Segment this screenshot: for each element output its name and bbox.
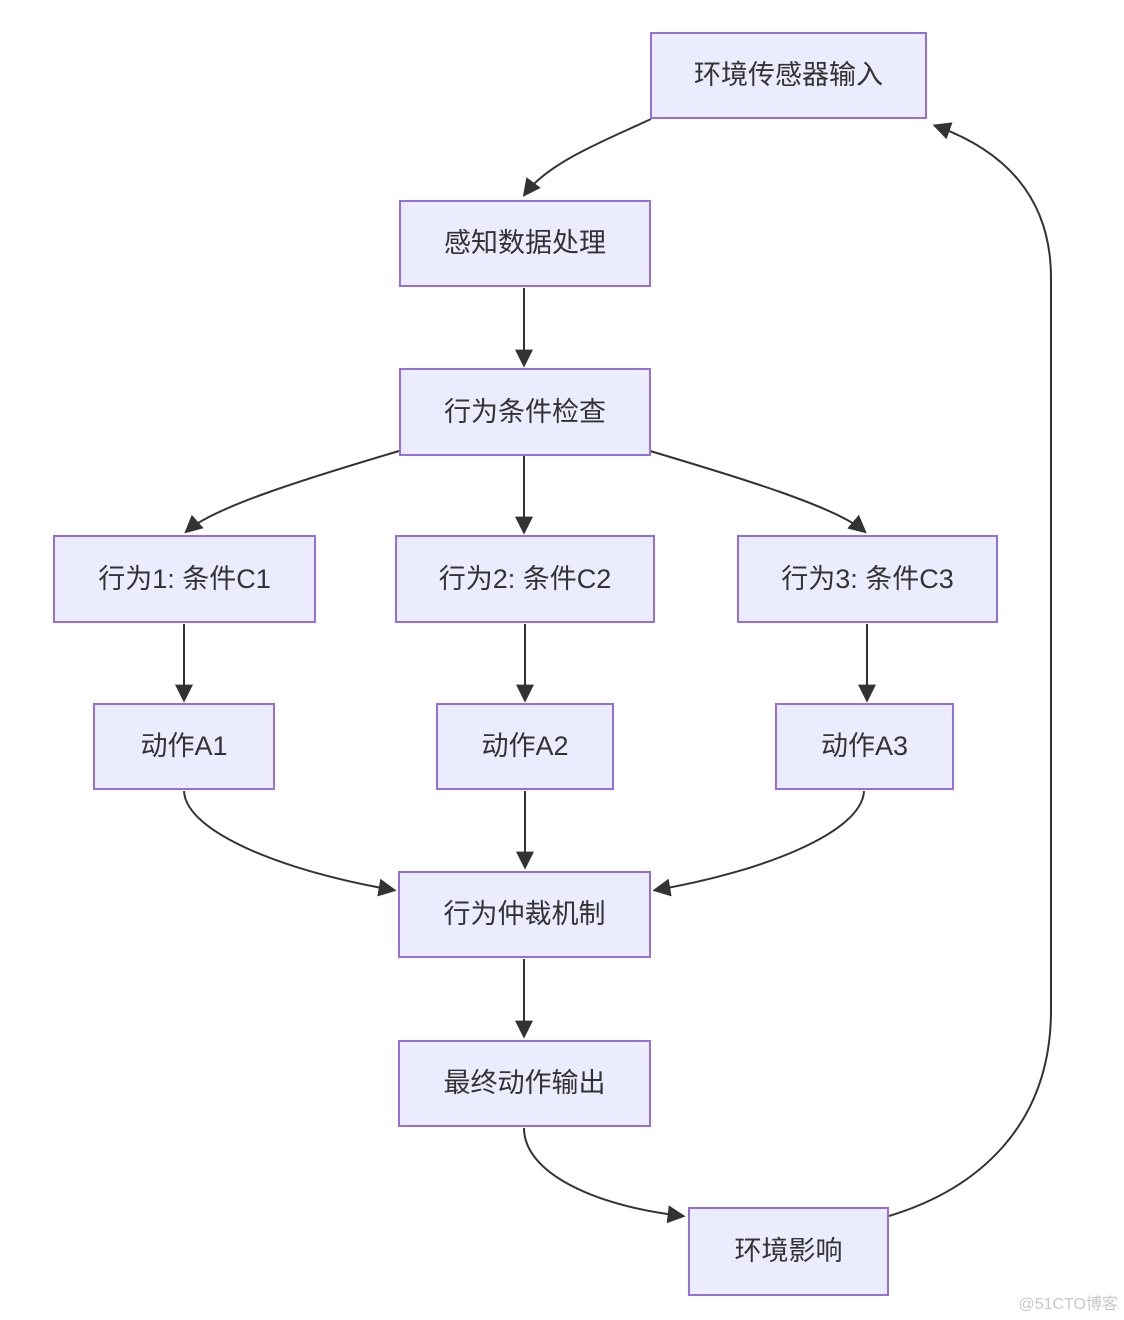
node-arbitration: 行为仲裁机制 bbox=[398, 871, 651, 958]
node-environment-effect: 环境影响 bbox=[688, 1207, 889, 1296]
node-label: 行为条件检查 bbox=[444, 396, 606, 427]
node-label: 行为仲裁机制 bbox=[443, 899, 606, 930]
node-label: 动作A1 bbox=[140, 731, 228, 762]
node-behavior-1: 行为1: 条件C1 bbox=[53, 535, 316, 623]
node-label: 动作A3 bbox=[820, 731, 909, 762]
node-action-2: 动作A2 bbox=[436, 703, 614, 790]
node-sensor-input: 环境传感器输入 bbox=[650, 32, 927, 119]
node-action-1: 动作A1 bbox=[93, 703, 275, 790]
node-final-output: 最终动作输出 bbox=[398, 1040, 651, 1127]
node-perception-processing: 感知数据处理 bbox=[399, 200, 651, 287]
edge-action-3-to-arbitration bbox=[652, 790, 865, 897]
node-label: 环境影响 bbox=[734, 1236, 843, 1267]
node-label: 动作A2 bbox=[481, 731, 569, 762]
node-behavior-2: 行为2: 条件C2 bbox=[395, 535, 655, 623]
node-label: 行为2: 条件C2 bbox=[438, 563, 612, 594]
edge-final-output-to-environment-effect bbox=[523, 1127, 686, 1224]
node-label: 最终动作输出 bbox=[443, 1068, 606, 1099]
edge-condition-check-to-behavior-3 bbox=[649, 450, 867, 534]
node-label: 行为3: 条件C3 bbox=[781, 563, 954, 594]
edge-condition-check-to-behavior-1 bbox=[184, 450, 400, 534]
edge-sensor-input-to-perception bbox=[522, 118, 652, 197]
node-label: 感知数据处理 bbox=[444, 228, 606, 259]
node-action-3: 动作A3 bbox=[775, 703, 954, 790]
watermark: @51CTO博客 bbox=[1018, 1296, 1118, 1313]
edge-action-1-to-arbitration bbox=[183, 790, 397, 897]
node-condition-check: 行为条件检查 bbox=[399, 368, 651, 456]
edge-environment-effect-to-sensor-input bbox=[888, 122, 1052, 1217]
node-behavior-3: 行为3: 条件C3 bbox=[737, 535, 998, 623]
node-label: 行为1: 条件C1 bbox=[98, 563, 271, 594]
node-label: 环境传感器输入 bbox=[694, 60, 883, 91]
